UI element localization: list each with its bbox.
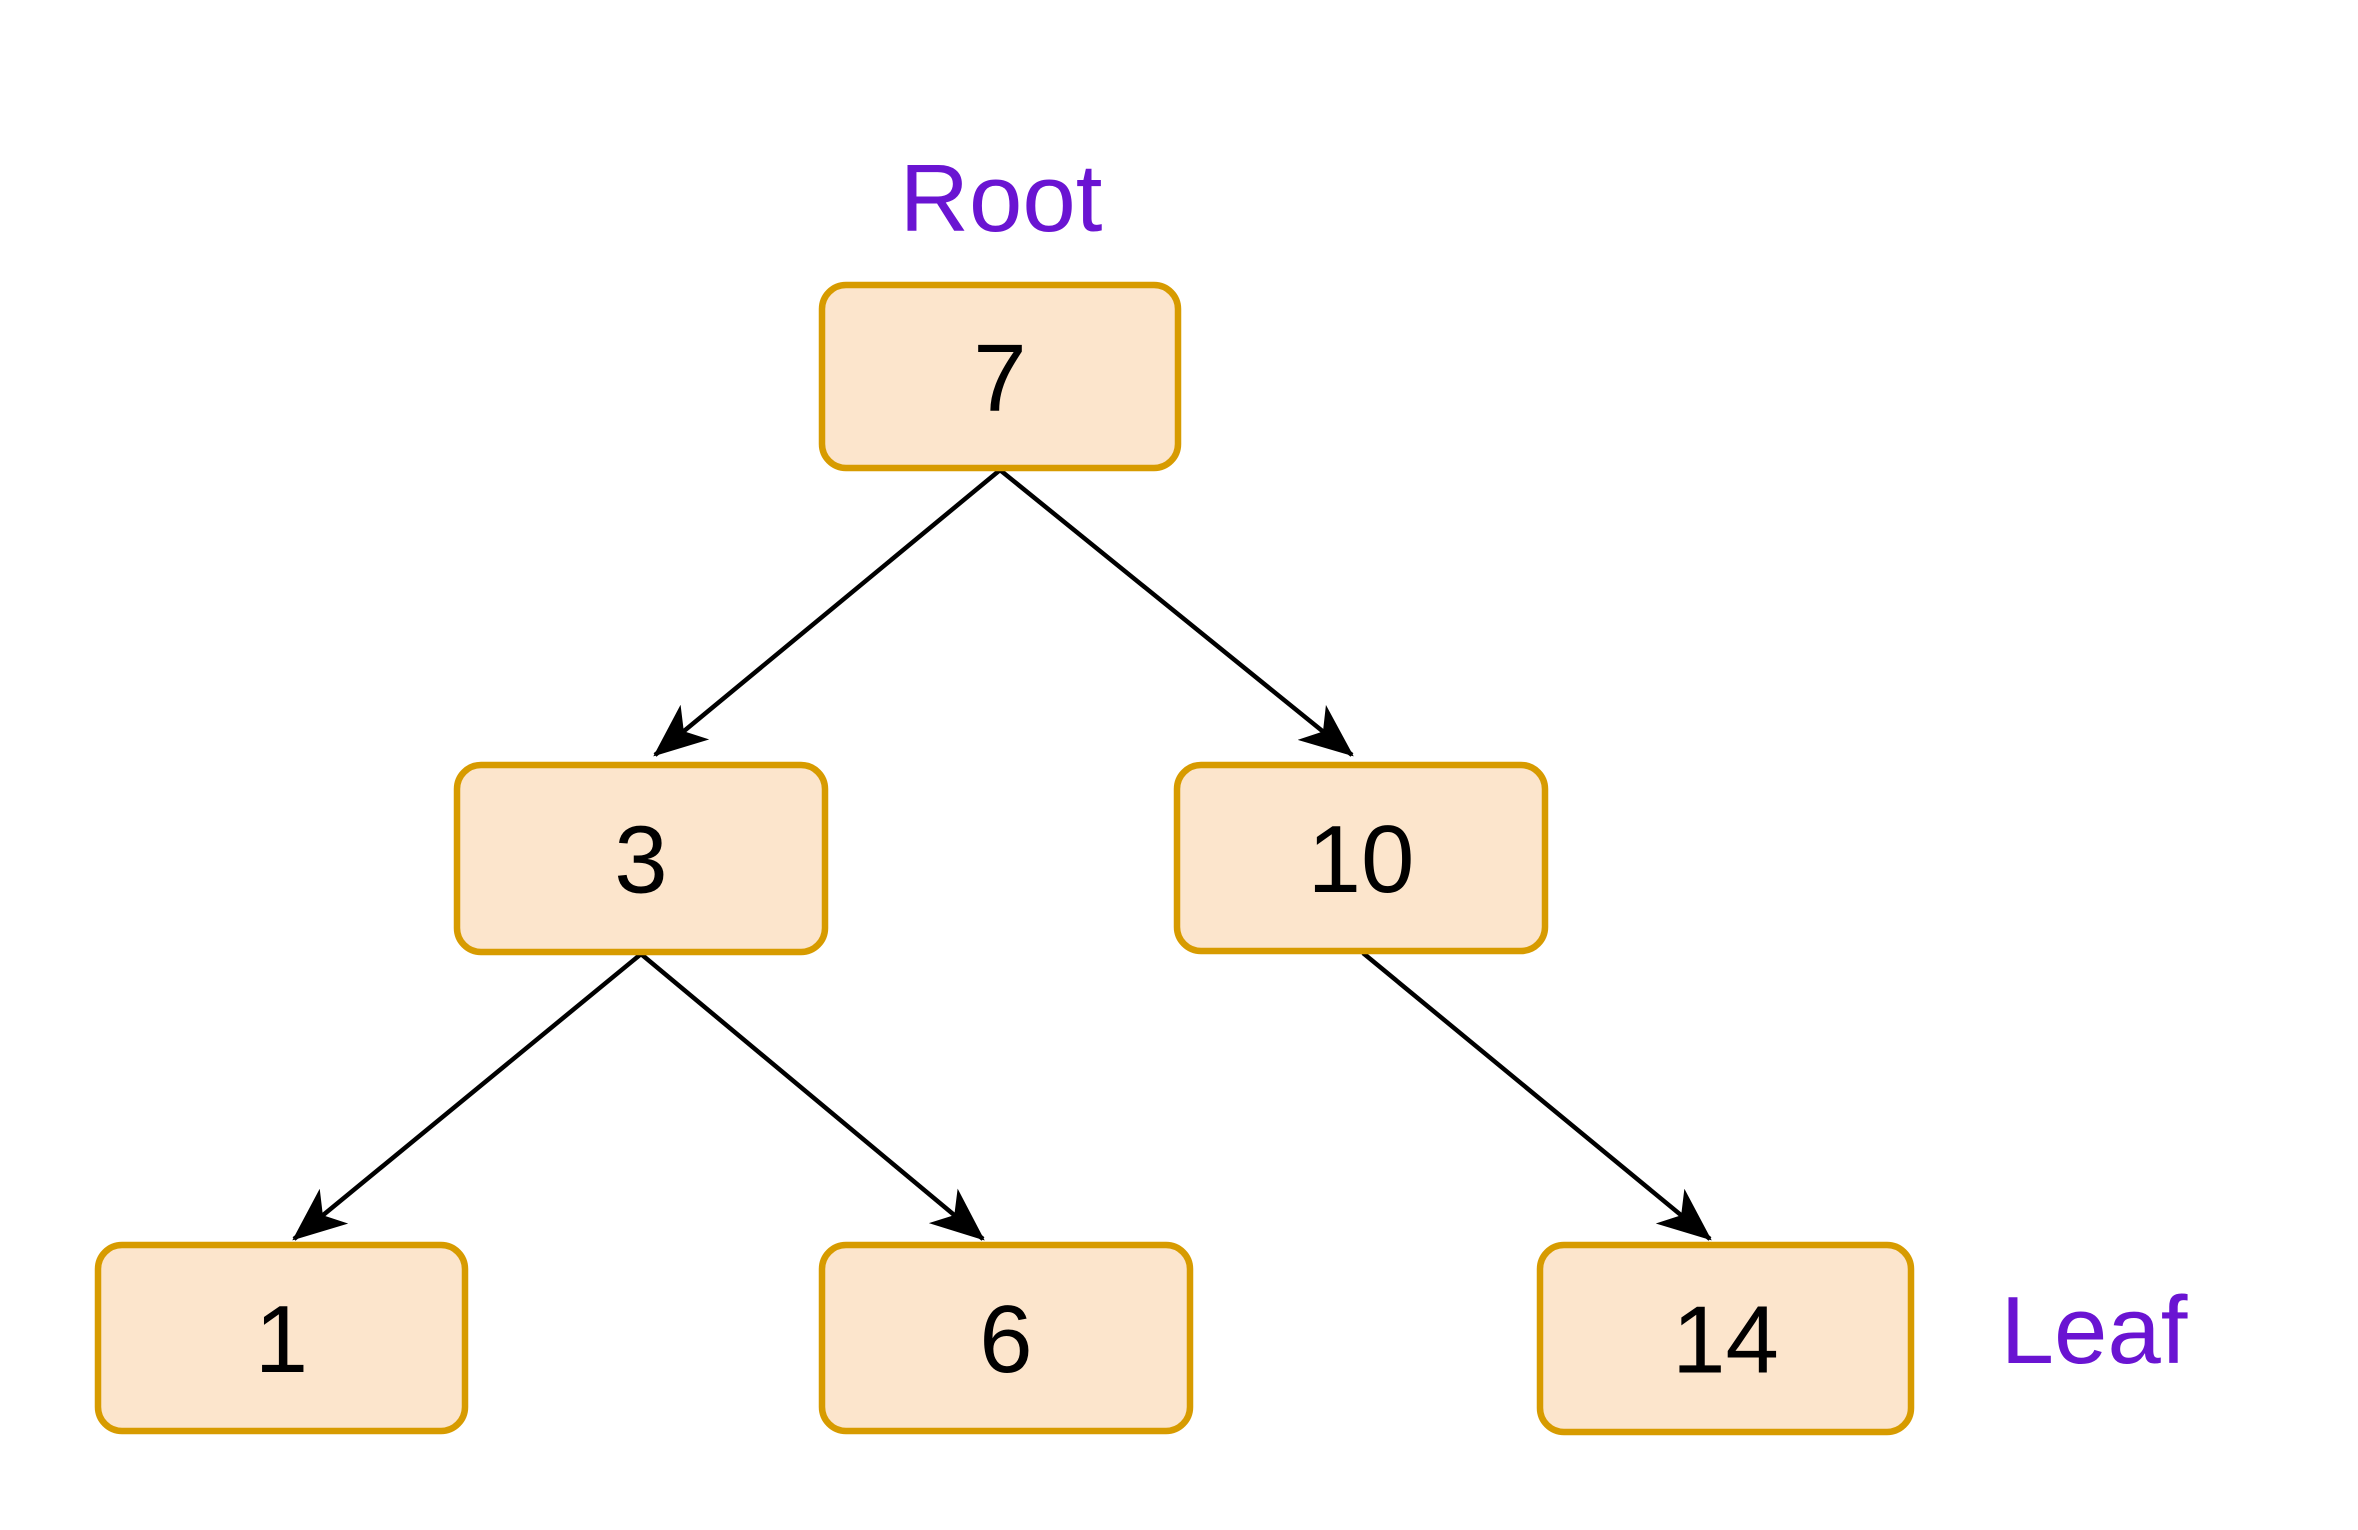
leaf-label: Leaf <box>2000 1277 2188 1384</box>
tree-node-10: 10 <box>1173 761 1549 955</box>
edge-3-6 <box>639 952 985 1241</box>
node-box-10 <box>1173 761 1549 955</box>
edge-10-14 <box>1361 951 1712 1241</box>
nodes-layer: 7 3 10 1 6 14 <box>94 281 1915 1436</box>
tree-node-6: 6 <box>818 1241 1194 1435</box>
node-value-1: 1 <box>255 1286 308 1393</box>
edges-layer <box>292 468 1712 1241</box>
tree-node-3: 3 <box>453 761 829 956</box>
node-box-1 <box>94 1241 469 1435</box>
tree-node-7: 7 <box>818 281 1182 472</box>
node-value-7: 7 <box>973 325 1026 432</box>
root-label: Root <box>899 145 1103 252</box>
node-box-14 <box>1536 1241 1915 1436</box>
node-box-7 <box>818 281 1182 472</box>
node-value-10: 10 <box>1308 806 1415 913</box>
edge-3-1 <box>292 952 643 1241</box>
edge-7-3 <box>653 468 1002 757</box>
tree-node-1: 1 <box>94 1241 469 1435</box>
node-box-3 <box>453 761 829 956</box>
edge-7-10 <box>998 468 1354 757</box>
tree-node-14: 14 <box>1536 1241 1915 1436</box>
node-value-14: 14 <box>1672 1287 1779 1394</box>
node-value-6: 6 <box>979 1286 1032 1393</box>
node-box-6 <box>818 1241 1194 1435</box>
node-value-3: 3 <box>614 807 667 914</box>
